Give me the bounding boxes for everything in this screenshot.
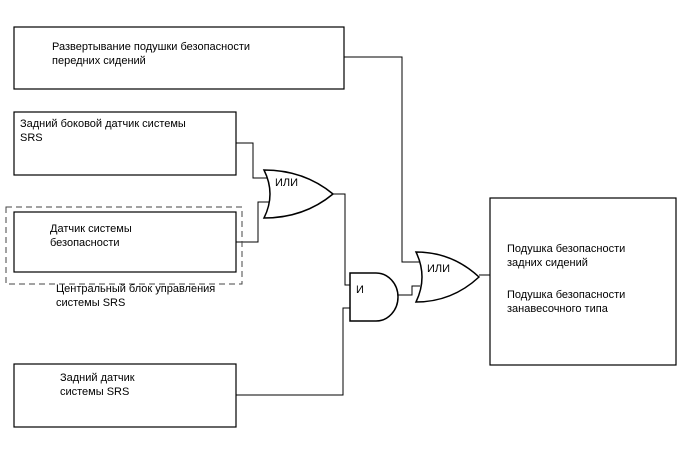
control-unit-dashed-region (5, 206, 243, 285)
control-unit-label-line2: системы SRS (56, 297, 125, 309)
and-gate: И (349, 272, 399, 322)
or-gate-upper: ИЛИ (262, 169, 335, 219)
wire-front-to-or-right (344, 56, 420, 263)
rear-sensor-label-line1: Задний датчик (60, 372, 135, 384)
front-airbag-deploy-label-line2: передних сидений (52, 55, 146, 67)
rear-side-sensor-box: Задний боковой датчик системы SRS (13, 111, 237, 176)
safety-sensor-label-line2: безопасности (50, 237, 120, 249)
rear-sensor-box: Задний датчик системы SRS (13, 363, 237, 428)
front-airbag-deploy-box: Развертывание подушки безопасности перед… (13, 26, 345, 90)
rear-side-sensor-label-line2: SRS (20, 132, 43, 144)
front-airbag-deploy-label-line1: Развертывание подушки безопасности (52, 41, 250, 53)
output-airbags-box: Подушка безопасности задних сидений Поду… (489, 197, 677, 366)
output-label-line1: Подушка безопасности (507, 243, 625, 255)
wire-rear-side-to-or-upper (236, 142, 270, 179)
control-unit-label-line1: Центральный блок управления (56, 283, 215, 295)
wires (236, 56, 490, 396)
safety-sensor-box: Датчик системы безопасности (13, 211, 237, 273)
or-gate-upper-label: ИЛИ (275, 177, 298, 189)
or-gate-right: ИЛИ (414, 251, 481, 303)
or-gate-right-label: ИЛИ (427, 263, 450, 275)
wire-safety-to-or-upper (236, 201, 270, 243)
rear-side-sensor-label-line1: Задний боковой датчик системы (20, 118, 186, 130)
wire-rear-sensor-to-and (236, 307, 352, 396)
output-label-line2: задних сидений (507, 257, 588, 269)
and-gate-label: И (356, 284, 364, 296)
output-label-line4: занавесочного типа (507, 303, 609, 315)
wire-or-upper-to-and (333, 193, 352, 286)
wire-and-to-or-right (398, 285, 420, 296)
rear-sensor-label-line2: системы SRS (60, 386, 129, 398)
safety-sensor-label-line1: Датчик системы (50, 223, 132, 235)
output-label-line3: Подушка безопасности (507, 289, 625, 301)
